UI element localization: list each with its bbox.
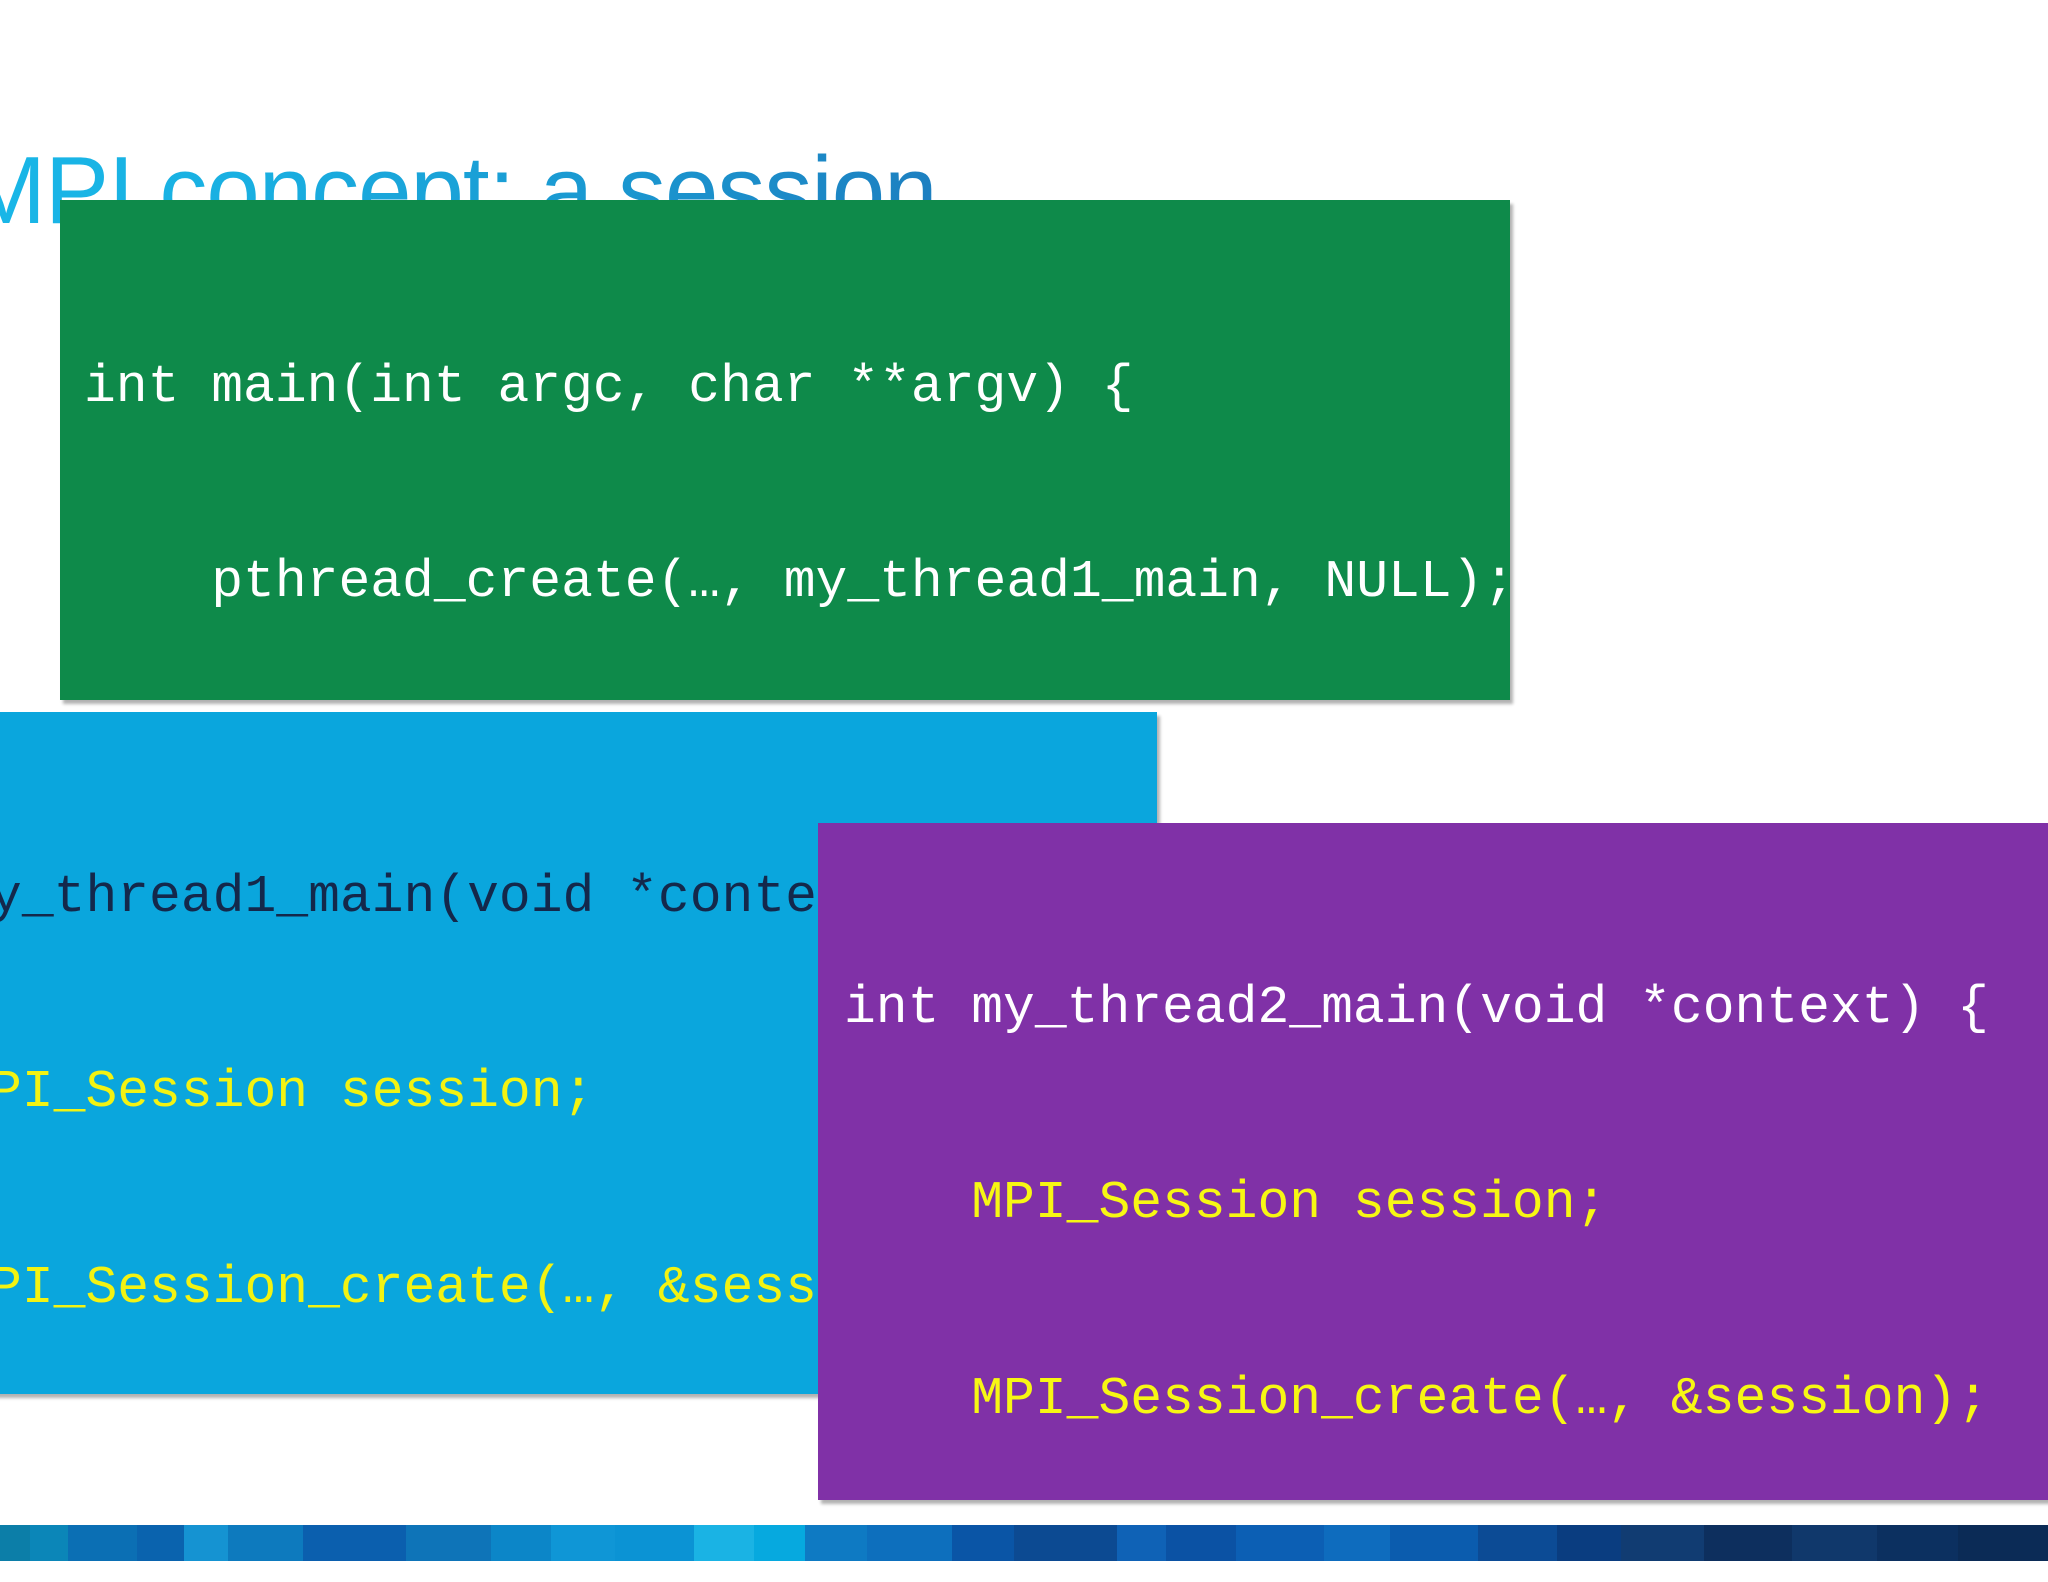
code-line: MPI_Session session; — [0, 1062, 595, 1123]
code-line: pthread_create(…, my_thread1_main, NULL)… — [84, 552, 1510, 613]
footer-band-swatch — [1236, 1525, 1324, 1561]
footer-band-swatch — [491, 1525, 551, 1561]
footer-band-swatch — [753, 1525, 806, 1561]
footer-band-swatch — [1958, 1525, 2048, 1561]
footer-band-swatch — [805, 1525, 867, 1561]
footer-band-swatch — [1014, 1525, 1117, 1561]
main-function-code-block: int main(int argc, char **argv) { pthrea… — [60, 200, 1510, 700]
footer-band-swatch — [550, 1525, 615, 1561]
decorative-footer-band — [0, 1525, 2048, 1561]
footer-band-swatch — [1116, 1525, 1166, 1561]
footer-band-swatch — [136, 1525, 184, 1561]
footer-band-swatch — [1704, 1525, 1792, 1561]
footer-band-swatch — [1877, 1525, 1959, 1561]
footer-band-swatch — [228, 1525, 304, 1561]
footer-band-swatch — [68, 1525, 137, 1561]
footer-band-swatch — [615, 1525, 695, 1561]
footer-band-swatch — [694, 1525, 754, 1561]
footer-band-swatch — [0, 1525, 30, 1561]
footer-band-swatch — [866, 1525, 953, 1561]
footer-band-swatch — [1165, 1525, 1237, 1561]
thread2-function-code-block: int my_thread2_main(void *context) { MPI… — [818, 823, 2048, 1500]
footer-band-swatch — [183, 1525, 229, 1561]
code-line: int main(int argc, char **argv) { — [84, 357, 1134, 417]
footer-band-swatch — [1390, 1525, 1478, 1561]
footer-band-swatch — [1791, 1525, 1878, 1561]
footer-band-swatch — [1324, 1525, 1391, 1561]
footer-band-swatch — [1620, 1525, 1705, 1561]
code-line: int my_thread2_main(void *context) { — [844, 978, 1989, 1038]
footer-band-swatch — [1556, 1525, 1621, 1561]
footer-band-swatch — [303, 1525, 406, 1561]
footer-band-swatch — [1477, 1525, 1557, 1561]
code-line: MPI_Session_create(…, &session); — [844, 1368, 1989, 1429]
code-line: MPI_Session session; — [844, 1173, 1608, 1234]
footer-band-swatch — [29, 1525, 69, 1561]
footer-band-swatch — [405, 1525, 492, 1561]
footer-band-swatch — [952, 1525, 1015, 1561]
